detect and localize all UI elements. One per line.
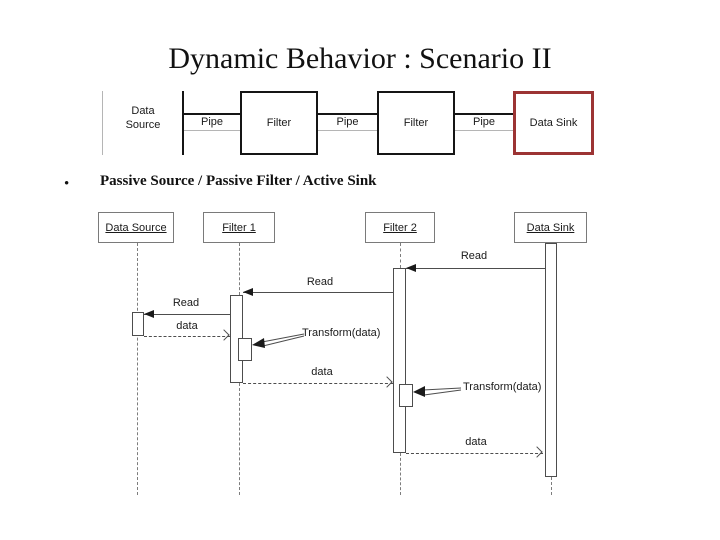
filter2-box: Filter (377, 91, 455, 155)
pipeline-source-label-line1: Data (131, 105, 155, 117)
msg6-data-label: data (311, 366, 333, 378)
msg8-open-arrowhead-icon (531, 446, 543, 458)
lifeline-head-data-source: Data Source (98, 212, 174, 243)
activation-filter1-nested (238, 338, 252, 361)
pipe3-bottom-line (455, 130, 513, 131)
bullet-text: Passive Source / Passive Filter / Active… (100, 173, 377, 189)
activation-data-source (132, 312, 144, 336)
data-sink-label: Data Sink (529, 117, 578, 129)
lifeline-head-filter2-label: Filter 2 (383, 221, 417, 234)
msg8-data-line (406, 453, 543, 454)
pipe1-top-line (184, 113, 240, 115)
msg7-callout-arrow-icon (413, 386, 462, 397)
lifeline-filter1-lower (239, 383, 240, 495)
filter1-label: Filter (266, 117, 292, 129)
activation-data-sink (545, 243, 557, 477)
bullet-icon: • (64, 176, 70, 192)
msg1-read-line (406, 268, 545, 269)
lifeline-data-sink-lower (551, 477, 552, 495)
pipe2-top-line (318, 113, 377, 115)
msg1-arrowhead-icon (406, 264, 416, 272)
msg2-arrowhead-icon (243, 288, 253, 296)
lifeline-data-source (137, 243, 138, 495)
msg2-read-label: Read (306, 276, 334, 288)
activation-filter2-nested (399, 384, 413, 407)
msg6-open-arrowhead-icon (381, 376, 393, 388)
msg3-arrowhead-icon (144, 310, 154, 318)
lifeline-head-data-sink: Data Sink (514, 212, 587, 243)
msg3-read-line (144, 314, 230, 315)
pipe2-bottom-line (318, 130, 377, 131)
pipeline-left-rule (102, 91, 103, 155)
pipe3-top-line (455, 113, 513, 115)
msg1-read-label: Read (460, 250, 488, 262)
activation-filter2 (393, 268, 406, 453)
filter1-box: Filter (240, 91, 318, 155)
pipeline-source-label: Data Source (106, 104, 180, 132)
pipe1-bottom-line (184, 130, 240, 131)
msg2-read-line (243, 292, 393, 293)
lifeline-filter2-lower (400, 453, 401, 495)
msg4-data-line (144, 336, 230, 337)
lifeline-head-filter1-label: Filter 1 (222, 221, 256, 234)
pipeline-source-label-line2: Source (125, 119, 161, 131)
msg5-transform-label: Transform(data) (302, 327, 381, 339)
pipe2-label: Pipe (336, 116, 359, 128)
msg7-transform-label: Transform(data) (463, 381, 542, 393)
lifeline-filter1-upper (239, 243, 240, 295)
msg5-callout-arrow-icon (252, 333, 305, 348)
pipeline-source-rule (182, 91, 184, 155)
msg3-read-label: Read (172, 297, 200, 309)
msg6-data-line (243, 383, 393, 384)
data-sink-box-highlighted: Data Sink (513, 91, 594, 155)
lifeline-head-data-source-label: Data Source (105, 221, 167, 234)
pipe3-label: Pipe (472, 116, 496, 128)
page-title: Dynamic Behavior : Scenario II (168, 42, 552, 75)
msg8-data-label: data (465, 436, 487, 448)
lifeline-filter2-upper (400, 243, 401, 268)
pipe1-label: Pipe (200, 116, 224, 128)
lifeline-head-filter1: Filter 1 (203, 212, 275, 243)
lifeline-head-filter2: Filter 2 (365, 212, 435, 243)
msg4-data-label: data (176, 320, 198, 332)
filter2-label: Filter (403, 117, 429, 129)
msg4-open-arrowhead-icon (218, 329, 230, 341)
lifeline-head-data-sink-label: Data Sink (526, 221, 575, 234)
